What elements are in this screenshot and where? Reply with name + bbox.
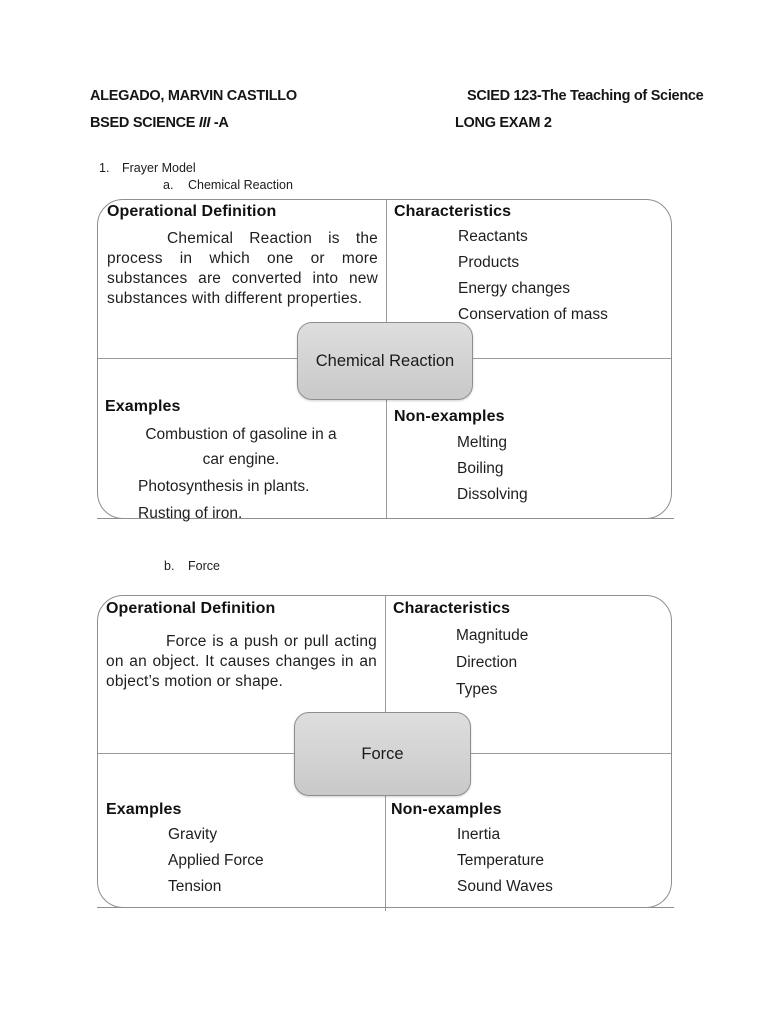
example-item: Applied Force [168,852,264,869]
example-item: Combustion of gasoline in a car engine. [145,426,337,468]
exam-title: LONG EXAM 2 [455,115,552,131]
examples-title: Examples [106,801,182,818]
quadrant-non-examples: Non-examples Melting Boiling Dissolving [394,407,528,508]
outline-sub-a-label: Chemical Reaction [188,178,293,192]
bottom-edge-line [97,518,674,519]
characteristic-item: Types [456,681,498,698]
example-item: Photosynthesis in plants. [138,478,310,495]
outline-sub-b-label: Force [188,559,220,573]
section-roman-numeral: III [198,115,211,131]
non-example-item: Dissolving [457,486,528,503]
quadrant-examples: Examples Gravity Applied Force Tension [106,800,264,900]
center-concept-box: Chemical Reaction [297,322,473,400]
characteristic-item: Products [458,254,520,271]
operational-definition-title: Operational Definition [106,600,276,617]
quadrant-examples: Examples Combustion of gasoline in a car… [105,397,347,526]
outline-item-1-number: 1. [99,161,110,175]
center-concept-label: Chemical Reaction [315,351,455,370]
non-examples-title: Non-examples [394,408,505,425]
characteristic-item: Magnitude [456,627,529,644]
frayer-diagram-chemical-reaction: Operational Definition Chemical Reaction… [97,199,674,522]
outline-item-1-label: Frayer Model [122,161,196,175]
center-concept-label: Force [361,744,404,763]
quadrant-operational-definition: Operational Definition Force is a push o… [106,599,377,692]
non-example-item: Melting [457,434,507,451]
section-line: BSED SCIENCE III -A [90,115,229,131]
non-examples-list: Melting Boiling Dissolving [394,430,528,508]
example-item: Tension [168,878,222,895]
characteristic-item: Energy changes [458,280,571,297]
characteristics-title: Characteristics [394,203,512,220]
outline-sub-b-number: b. [164,559,175,573]
operational-definition-title: Operational Definition [107,203,277,220]
non-example-item: Sound Waves [457,878,553,895]
center-concept-box: Force [294,712,471,796]
student-name: ALEGADO, MARVIN CASTILLO [90,88,297,104]
bottom-edge-line [97,907,674,908]
characteristic-item: Reactants [458,228,528,245]
characteristic-item: Direction [456,654,518,671]
operational-definition-text: Force is a push or pull acting on an obj… [106,633,377,690]
frayer-diagram-force: Operational Definition Force is a push o… [97,595,674,911]
non-example-item: Boiling [457,460,504,477]
quadrant-characteristics: Characteristics Reactants Products Energ… [394,202,608,328]
non-examples-title: Non-examples [391,801,502,818]
examples-title: Examples [105,398,181,415]
example-item: Rusting of iron. [138,505,243,522]
characteristic-item: Conservation of mass [458,306,608,323]
quadrant-non-examples: Non-examples Inertia Temperature Sound W… [391,800,553,900]
section-suffix: -A [210,115,229,131]
non-example-item: Temperature [457,852,545,869]
non-example-item: Inertia [457,826,501,843]
quadrant-operational-definition: Operational Definition Chemical Reaction… [107,202,378,309]
quadrant-characteristics: Characteristics Magnitude Direction Type… [393,599,528,703]
example-item: Gravity [168,826,218,843]
characteristics-list: Reactants Products Energy changes Conser… [394,224,608,328]
course-title: SCIED 123-The Teaching of Science [467,88,704,104]
operational-definition-text: Chemical Reaction is the process in whic… [107,230,378,307]
section-prefix: BSED SCIENCE [90,115,199,131]
examples-list: Gravity Applied Force Tension [106,822,264,900]
characteristics-list: Magnitude Direction Types [393,622,528,703]
non-examples-list: Inertia Temperature Sound Waves [391,822,553,900]
characteristics-title: Characteristics [393,600,511,617]
outline-sub-a-number: a. [163,178,174,192]
